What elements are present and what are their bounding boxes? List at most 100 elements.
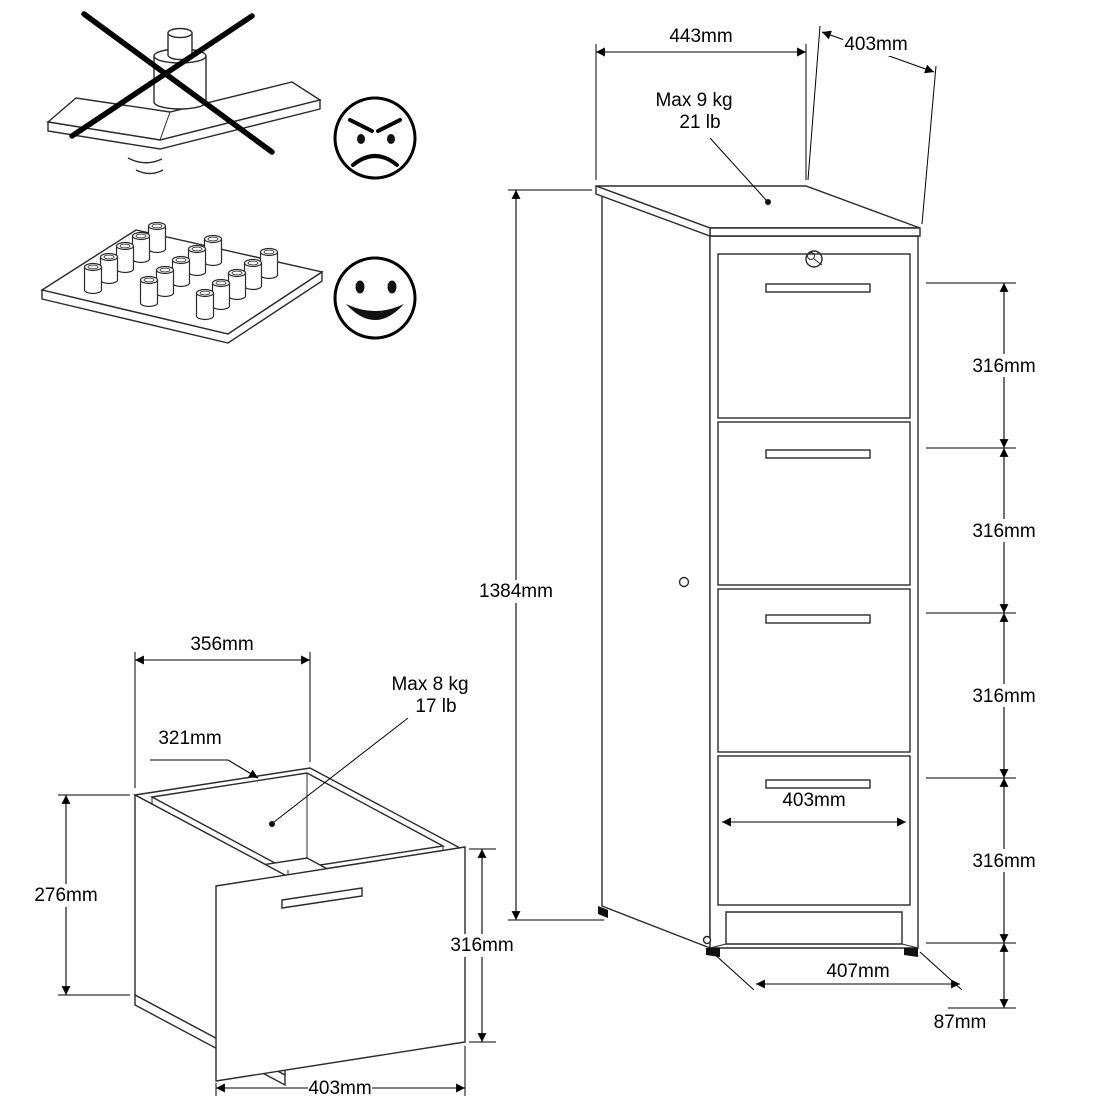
side-panel-hole bbox=[702, 935, 712, 945]
dim-label-side-height: 276mm bbox=[34, 885, 97, 906]
can-icon bbox=[115, 241, 135, 274]
drawer-handle-1 bbox=[765, 283, 871, 293]
dim-label-top-width: 443mm bbox=[669, 26, 732, 47]
stress-mark bbox=[127, 157, 163, 164]
side-panel-hole bbox=[678, 576, 690, 588]
dim-drawer-front-width: 403mm bbox=[215, 1046, 466, 1099]
label-background bbox=[972, 354, 1036, 377]
leader-dot bbox=[269, 821, 275, 827]
can-icon bbox=[259, 247, 279, 280]
can-icon bbox=[187, 244, 207, 277]
key-head bbox=[807, 252, 815, 260]
flat-shelf-edge bbox=[41, 270, 323, 344]
label-background bbox=[33, 884, 99, 907]
dim-label-front-width: 403mm bbox=[308, 1078, 371, 1099]
leader-line bbox=[273, 717, 409, 823]
dim-drawer-opening-width: 356mm bbox=[134, 634, 311, 788]
cabinet-drawer-front-2 bbox=[717, 421, 911, 586]
cabinet-foot bbox=[904, 948, 918, 957]
cabinet-side-panel bbox=[601, 192, 711, 950]
wrong-loading-illustration bbox=[46, 11, 322, 175]
angry-face-icon bbox=[333, 96, 417, 180]
cabinet-max-load-note: Max 9 kg 21 lb bbox=[655, 90, 771, 205]
dim-cabinet-top-width: 443mm bbox=[595, 26, 807, 180]
angry-eyebrow bbox=[376, 118, 402, 133]
can-icon bbox=[195, 288, 215, 321]
lock-keyhole-icon bbox=[805, 250, 823, 268]
can-icon bbox=[227, 268, 247, 301]
can-icon bbox=[147, 221, 167, 254]
cabinet-drawer-front-1 bbox=[717, 253, 911, 419]
angry-face-outline bbox=[333, 96, 417, 180]
leader-line bbox=[709, 137, 767, 201]
happy-face-icon bbox=[333, 256, 417, 340]
label-background bbox=[972, 684, 1036, 707]
cabinet-drawing bbox=[595, 184, 921, 957]
max-load-line2: 21 lb bbox=[679, 112, 720, 133]
stress-mark bbox=[135, 169, 164, 175]
dim-label-height: 1384mm bbox=[479, 581, 553, 602]
can-icon bbox=[243, 258, 263, 291]
dim-label-spacing-4: 316mm bbox=[972, 851, 1035, 872]
dim-label-opening-depth: 321mm bbox=[158, 728, 221, 749]
cross-stroke bbox=[81, 11, 275, 155]
extension-line bbox=[711, 951, 755, 991]
key-shaft bbox=[813, 258, 823, 266]
can-icon bbox=[83, 262, 103, 295]
shelf-crease-line bbox=[159, 111, 171, 141]
dim-drawer-side-height: 276mm bbox=[33, 794, 130, 996]
happy-eye bbox=[355, 280, 365, 294]
drawer-handle-2 bbox=[765, 449, 871, 459]
cabinet-drawer-front-3 bbox=[717, 588, 911, 753]
weight-knob-top bbox=[167, 27, 193, 39]
angry-eye bbox=[387, 134, 395, 144]
dim-label-base-width: 407mm bbox=[826, 961, 889, 982]
can-icon bbox=[211, 278, 231, 311]
drawer-front-panel bbox=[215, 846, 466, 1082]
cross-stroke bbox=[69, 13, 255, 139]
drawer-handle bbox=[281, 887, 363, 909]
dim-label-top-depth: 403mm bbox=[844, 34, 907, 55]
dim-cabinet-plinth-height: 87mm bbox=[934, 943, 1016, 1033]
label-background bbox=[308, 1077, 372, 1099]
drawer-max-load-note: Max 8 kg 17 lb bbox=[269, 674, 469, 827]
dim-cabinet-top-depth: 403mm bbox=[807, 25, 937, 225]
dim-label-spacing-3: 316mm bbox=[972, 686, 1035, 707]
leader-arrow bbox=[227, 759, 259, 779]
can-icon bbox=[131, 231, 151, 264]
dim-drawer-spacing-chain: 316mm 316mm 316mm 316mm bbox=[926, 282, 1036, 944]
cabinet-dimensions: 443mm 403mm Max 9 kg 21 lb 1384mm bbox=[477, 25, 1036, 1033]
can-icon bbox=[203, 234, 223, 267]
happy-mouth bbox=[346, 304, 404, 320]
drawer-handle-4 bbox=[765, 779, 871, 789]
angry-eye bbox=[357, 134, 365, 144]
label-background bbox=[972, 519, 1036, 542]
max-load-line2: 17 lb bbox=[415, 696, 456, 717]
dim-drawer-front-height: 316mm bbox=[450, 848, 514, 1043]
correct-loading-illustration bbox=[40, 221, 324, 344]
can-icon bbox=[139, 275, 159, 308]
extension-line bbox=[921, 65, 937, 225]
dim-label-opening-width: 356mm bbox=[190, 634, 253, 655]
label-background bbox=[972, 849, 1036, 872]
dim-label-spacing-1: 316mm bbox=[972, 356, 1035, 377]
extension-line bbox=[807, 25, 821, 181]
leader-dot bbox=[765, 199, 771, 205]
dim-label-spacing-2: 316mm bbox=[972, 521, 1035, 542]
max-load-line1: Max 8 kg bbox=[391, 674, 468, 695]
plinth-corner-line bbox=[709, 943, 727, 949]
happy-eye bbox=[387, 280, 397, 294]
can-icon bbox=[99, 252, 119, 285]
cabinet-foot bbox=[598, 906, 608, 918]
can-icon bbox=[155, 265, 175, 298]
dim-label-inner-width: 403mm bbox=[782, 790, 845, 811]
label-background bbox=[477, 580, 555, 603]
prohibited-cross-icon bbox=[69, 11, 275, 155]
plinth-corner-line bbox=[901, 943, 919, 949]
drawer-drawing bbox=[132, 767, 466, 1087]
label-background bbox=[843, 33, 909, 56]
cabinet-drawer-front-4 bbox=[717, 755, 911, 906]
cabinet-top-front-edge bbox=[709, 227, 921, 237]
dim-cabinet-drawer-inner-width: 403mm bbox=[722, 790, 906, 827]
